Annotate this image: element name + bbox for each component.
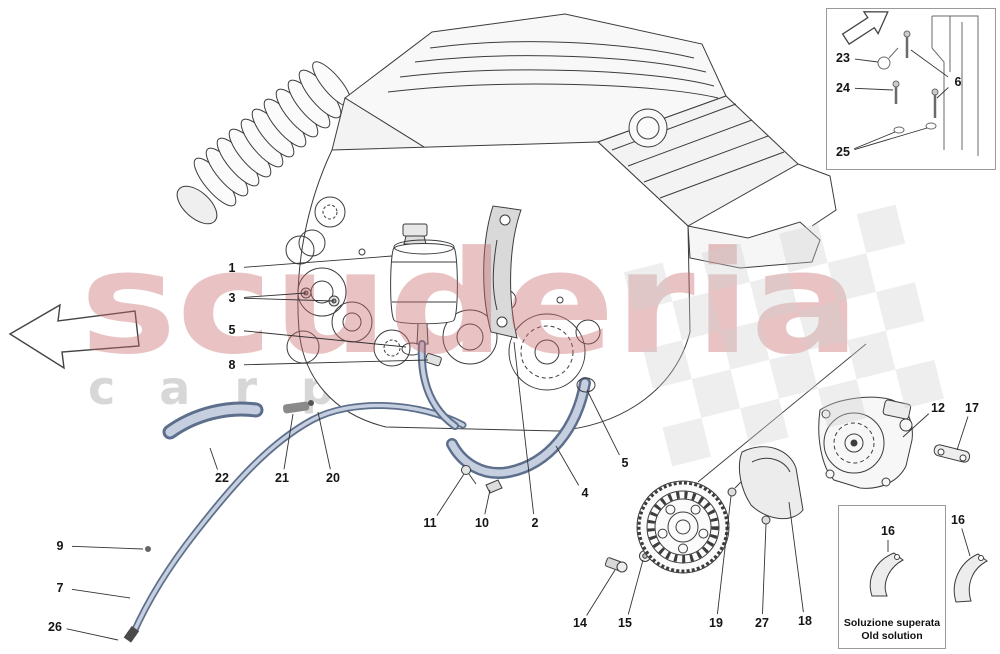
- old-solution-bracket: [869, 552, 904, 597]
- new-solution-bracket: [953, 553, 988, 603]
- reference-line: [697, 343, 867, 483]
- old-solution-caption-line1: Soluzione superata: [843, 616, 941, 629]
- old-solution-caption-line2: Old solution: [861, 629, 923, 642]
- left-arrow-icon: [8, 303, 140, 370]
- power-steering-pump: [818, 396, 971, 489]
- reservoir: [390, 223, 458, 367]
- checkered-flag-icon: [623, 204, 944, 467]
- inset-detail-box: [826, 8, 996, 170]
- engine-illustration: [8, 11, 988, 643]
- inset-arrow-icon: [841, 11, 889, 46]
- heat-shield: [738, 446, 804, 520]
- old-solution-caption: Soluzione superata Old solution: [839, 617, 945, 643]
- mounting-bracket: [483, 205, 522, 339]
- inset-old-solution-box: Soluzione superata Old solution: [838, 505, 946, 649]
- valve-covers: [331, 13, 837, 269]
- watermark-brand-text: scuderia: [80, 221, 860, 386]
- intake-hose-icon: [176, 61, 352, 225]
- drive-pulley: [636, 480, 730, 574]
